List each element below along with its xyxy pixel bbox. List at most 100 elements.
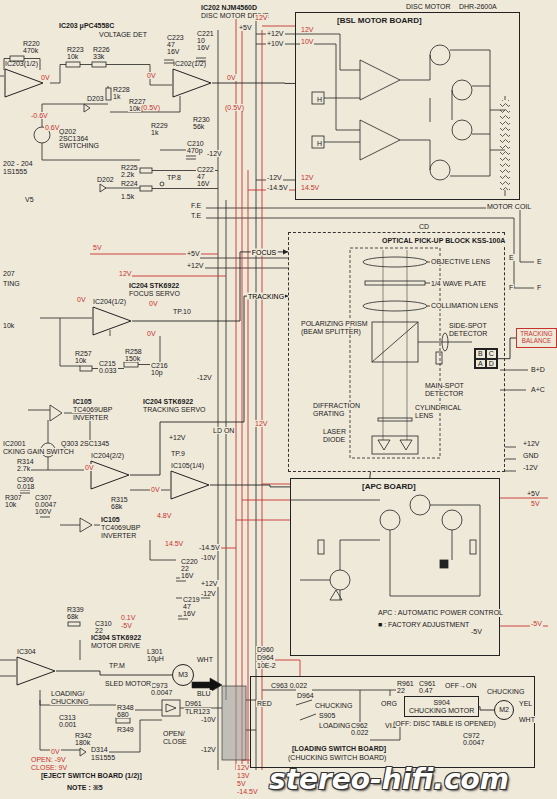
- optical-pickup: [383, 250, 407, 440]
- node-text: CHUCKING MOTOR: [408, 707, 475, 715]
- schematic-label: +12V: [266, 30, 285, 37]
- schematic-label: TRACKING SERVO: [142, 406, 207, 413]
- schematic-label: D202: [96, 176, 115, 183]
- schematic-label: +12V: [168, 434, 187, 441]
- schematic-label: -14.5V: [266, 184, 289, 191]
- component-symbol: [140, 186, 152, 191]
- voltage-label: (0.5V): [140, 104, 161, 111]
- schematic-label: C961: [418, 680, 437, 687]
- node-text: B: [475, 349, 486, 359]
- voltage-label: 13V: [236, 772, 250, 779]
- voltage-label: CLOSE: 9V: [30, 764, 68, 771]
- schematic-label: 2.7k: [16, 465, 31, 472]
- schematic-label: 207: [2, 270, 16, 277]
- component-symbol: [20, 490, 188, 619]
- voltage-label: 12V: [236, 764, 250, 771]
- schematic-label: 33k: [92, 53, 105, 60]
- apc-circuit: [290, 500, 480, 600]
- schematic-label: (BEAM SPLITTER): [300, 328, 362, 335]
- signal-connector: [210, 485, 290, 487]
- schematic-label: 16V: [166, 48, 180, 55]
- schematic-label: +12V: [200, 580, 219, 587]
- schematic-label: 1S1555: [2, 168, 28, 175]
- schematic-label: GND: [522, 452, 540, 459]
- schematic-label: INVERTER: [72, 414, 109, 421]
- signal-connector: [130, 296, 288, 475]
- black-wire: [42, 104, 218, 189]
- node-text: (CHUCKING SWITCH BOARD): [287, 754, 387, 762]
- schematic-label: POLARIZING PRISM: [300, 320, 369, 327]
- bsl-motor-circuit: [452, 120, 472, 140]
- component-symbol: [160, 182, 164, 186]
- schematic-label: 10E-2: [256, 662, 277, 669]
- voltage-label: 14.5V: [164, 540, 184, 547]
- voltage-label: 4.8V: [156, 512, 172, 519]
- schematic-label: -12V: [200, 746, 217, 753]
- schematic-label: R230: [192, 116, 211, 123]
- opamp-spacer: [90, 460, 130, 490]
- schematic-label: R258: [124, 348, 143, 355]
- schematic-label: B+D: [530, 366, 546, 373]
- node-text: IC105(1/4): [170, 462, 205, 470]
- board-title: [BSL MOTOR BOARD]: [336, 17, 423, 26]
- voltage-label: 0.1V: [120, 614, 136, 621]
- voltage-label: 12V: [300, 26, 314, 33]
- component-symbol: [124, 362, 138, 367]
- opamp-symbol: IC204(2/2): [90, 452, 130, 490]
- schematic-label: C223: [166, 34, 185, 41]
- schematic-label: +5V: [526, 490, 541, 497]
- red-wire: [90, 254, 236, 548]
- bsl-motor-circuit: [430, 160, 450, 180]
- node-text: TRACKING BALANCE: [519, 331, 554, 345]
- schematic-label: OBJECTIVE LENS: [430, 258, 491, 265]
- watermark: stereo-hifi.com: [268, 766, 510, 794]
- schematic-label: -12V: [196, 374, 213, 381]
- opamp-spacer: [170, 470, 210, 500]
- schematic-label: C216: [150, 362, 169, 369]
- schematic-label: 10: [196, 37, 206, 44]
- schematic-label: LD ON: [212, 427, 235, 434]
- schematic-label: 22: [396, 687, 406, 694]
- schematic-label: TP.M: [108, 662, 126, 669]
- schematic-label: CHUCKING: [486, 688, 525, 695]
- black-wire: [200, 258, 288, 268]
- voltage-label: 0V: [148, 300, 159, 307]
- schematic-label: R227: [128, 98, 147, 105]
- schematic-label: R229: [150, 122, 169, 129]
- opamp-symbol-outline: [171, 471, 209, 499]
- voltage-label: 12V: [254, 420, 268, 427]
- opamp-symbol-outline: [17, 657, 55, 685]
- schematic-label: H: [316, 140, 323, 147]
- voltage-label: 12V: [300, 174, 314, 181]
- schematic-label: LENS: [414, 412, 434, 419]
- voltage-label: -14.5V: [236, 788, 259, 795]
- voltage-label: (0.5V): [224, 104, 245, 111]
- schematic-label: L301: [146, 648, 164, 655]
- part-label: IC202 NJM4560D: [200, 4, 258, 11]
- schematic-label: 0.0047: [462, 739, 485, 746]
- component-symbol: [106, 88, 111, 100]
- schematic-label: 56k: [192, 123, 205, 130]
- schematic-label: -5V: [470, 628, 483, 635]
- node-text: S904: [432, 699, 450, 707]
- schematic-label: MOTOR DRIVE: [90, 642, 141, 649]
- schematic-label: LOADING: [318, 722, 352, 729]
- schematic-label: MAIN-SPOT: [424, 382, 465, 389]
- board-title: OPTICAL PICK-UP BLOCK KSS-100A: [381, 237, 506, 245]
- component-symbol: [66, 62, 80, 67]
- opamp-symbol-outline: [5, 69, 43, 97]
- board-title: [APC BOARD]: [361, 483, 417, 492]
- optical-pickup: [363, 301, 427, 311]
- black-wire: [60, 490, 210, 598]
- schematic-label: LOADING/: [50, 690, 85, 697]
- opamp-spacer: [16, 656, 56, 686]
- schematic-label: 1/4 WAVE PLATE: [430, 280, 487, 287]
- schematic-label: TING: [2, 280, 21, 287]
- black-wire: [0, 624, 222, 710]
- red-wire: [242, 498, 548, 760]
- voltage-label: 0V: [146, 330, 157, 337]
- schematic-label: 0.033: [98, 367, 118, 374]
- schematic-label: 1k: [112, 93, 121, 100]
- opamp-spacer: [4, 68, 44, 98]
- schematic-label: 47: [196, 173, 206, 180]
